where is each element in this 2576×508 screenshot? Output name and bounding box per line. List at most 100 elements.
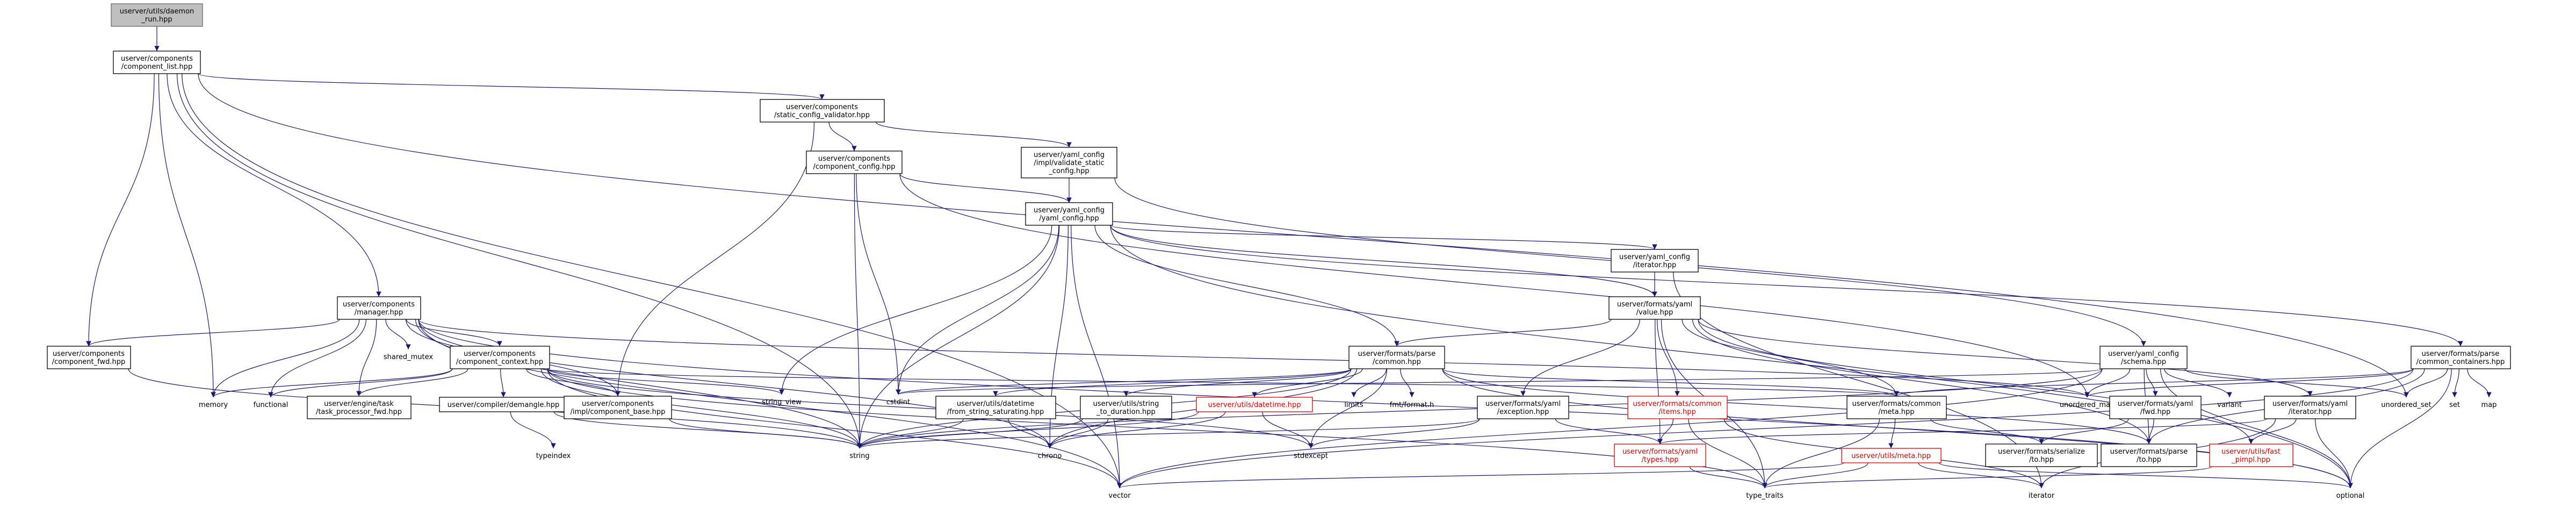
graph-node-serialize-to[interactable]: userver/formats/serialize/to.hpp [1985,443,2098,467]
node-label-line: /schema.hpp [2121,358,2166,366]
node-box [439,397,568,412]
node-box [113,51,201,74]
edge-line [1930,418,2044,445]
node-label-line: memory [199,401,228,409]
graph-node-string-view: string_view [762,398,802,406]
graph-edge-common-containers-to-map [2467,368,2492,398]
graph-node-shared-mutex: shared_mutex [384,353,434,361]
node-label-line: typeindex [536,452,571,460]
node-label-line: map [2481,401,2497,409]
graph-node-task-processor-fwd[interactable]: userver/engine/task/task_processor_fwd.h… [307,396,412,419]
graph-node-common-meta[interactable]: userver/formats/common/meta.hpp [1846,396,1947,419]
graph-edge-component-list-to-vector [182,73,1122,489]
graph-node-component-list[interactable]: userver/components/component_list.hpp [113,51,201,74]
graph-node-from-string-saturating[interactable]: userver/utils/datetime/from_string_satur… [935,396,1056,419]
graph-node-validate-static-config[interactable]: userver/yaml_config/impl/validate_static… [1021,147,1117,178]
node-label-line: userver/components [343,300,415,309]
node-label-line: _pimpl.hpp [2231,456,2270,464]
edge-line [1894,368,2414,397]
node-label-line: userver/formats/serialize [1998,448,2085,456]
graph-edge-common-containers-to-vector [1117,368,2414,489]
graph-node-parse-common[interactable]: userver/formats/parse/common.hpp [1348,346,1445,369]
graph-edge-yaml-config-to-vector [1071,225,1122,489]
graph-edge-yaml-exception-to-yaml-types [1555,418,1663,445]
node-label-line: /value.hpp [1636,309,1673,317]
edge-line [385,319,411,350]
graph-node-map: map [2481,401,2497,409]
graph-edge-parse-common-to-parse-to [1442,368,2152,445]
node-label-line: functional [254,401,288,409]
graph-node-manager[interactable]: userver/components/manager.hpp [337,296,421,320]
edge-line [615,121,815,397]
node-box [1348,346,1445,369]
node-box [1477,396,1569,419]
graph-edge-component-context-to-string [540,368,862,449]
graph-edge-yaml-config-to-yaml-value [1110,225,1657,297]
graph-node-variant: variant [2217,401,2242,409]
graph-node-parse-to[interactable]: userver/formats/parse/to.hpp [2101,443,2197,467]
node-label-line: userver/formats/common [1633,400,1722,408]
node-box [2101,443,2197,467]
graph-node-yaml-exception[interactable]: userver/formats/yaml/exception.hpp [1477,396,1569,419]
graph-edge-component-config-to-yaml-config [899,173,1072,203]
edge-line [1657,418,1674,445]
node-box [2264,396,2356,419]
node-label-line: userver/components [818,155,890,163]
node-label-line: /component_list.hpp [121,63,192,71]
edge-line [857,418,964,449]
node-box [337,296,421,320]
graph-edge-yaml-config-to-cstdint [896,225,1059,395]
graph-node-fast-pimpl[interactable]: userver/utils/fast_pimpl.hpp [2209,443,2293,467]
graph-node-component-config[interactable]: userver/components/component_config.hpp [806,151,903,174]
node-label-line: userver/formats/yaml [1622,448,1698,456]
graph-edge-component-context-to-functional [268,368,453,398]
graph-edge-parse-common-to-from-string-saturating [993,368,1352,397]
edge-line [1117,462,1844,489]
graph-node-yaml-iterator-hpp[interactable]: userver/yaml_config/iterator.hpp [1611,249,1699,273]
graph-node-utils-meta[interactable]: userver/utils/meta.hpp [1841,448,1942,463]
graph-node-schema[interactable]: userver/yaml_config/schema.hpp [2099,346,2188,369]
graph-edge-manager-to-unordered-map [418,319,2090,398]
graph-node-static-config-validator[interactable]: userver/components/static_config_validat… [760,99,885,123]
edge-line [1110,225,2353,489]
graph-edge-common-containers-to-unordered-map [2084,368,2414,398]
node-box [1985,443,2098,467]
graph-node-string-to-duration[interactable]: userver/utils/string_to_duration.hpp [1080,396,1172,419]
edge-line [547,368,1314,449]
node-label-line: /manager.hpp [355,309,403,317]
graph-edge-component-list-to-manager [167,73,381,297]
graph-edge-yaml-exception-to-string [857,418,1480,449]
graph-node-yaml-value[interactable]: userver/formats/yaml/value.hpp [1608,296,1701,320]
node-label-line: /iterator.hpp [2289,408,2332,416]
graph-node-component-context[interactable]: userver/components/component_context.hpp [450,346,550,369]
graph-node-formats-yaml-iterator[interactable]: userver/formats/yaml/iterator.hpp [2264,396,2356,419]
node-box [1025,202,1113,226]
node-box [1846,396,1947,419]
graph-edge-common-containers-to-common-meta [1894,368,2414,397]
graph-node-chrono: chrono [1038,452,1062,460]
node-label-line: userver/formats/parse [2110,448,2188,456]
graph-node-yaml-config[interactable]: userver/yaml_config/yaml_config.hpp [1025,202,1113,226]
graph-node-utils-datetime[interactable]: userver/utils/datetime.hpp [1196,397,1313,412]
graph-edge-yaml-config-to-parse-common [1094,225,1399,347]
graph-node-component-base[interactable]: userver/components/impl/component_base.h… [564,396,672,419]
graph-node-common-items[interactable]: userver/formats/common/items.hpp [1627,396,1728,419]
graph-node-yaml-types[interactable]: userver/formats/yaml/types.hpp [1614,443,1706,467]
graph-node-yaml-fwd[interactable]: userver/formats/yaml/fwd.hpp [2109,396,2202,419]
graph-node-component-fwd[interactable]: userver/components/component_fwd.hpp [47,346,131,369]
edge-line [198,73,825,100]
graph-edge-schema-to-vector [1117,368,2103,489]
graph-node-memory: memory [199,401,228,409]
graph-node-demangle[interactable]: userver/compiler/demangle.hpp [439,397,568,412]
graph-node-common-containers[interactable]: userver/formats/parse/common_containers.… [2411,346,2511,369]
node-box [2209,443,2293,467]
edge-line [1117,368,2414,489]
node-label-line: cstdint [886,398,910,406]
node-label-line: userver/components [786,103,858,111]
graph-edge-component-config-to-string [854,173,862,449]
node-label-line: string_view [762,398,802,406]
edge-line [1762,462,1868,489]
graph-edge-component-context-to-common-meta [547,368,1899,397]
edge-line [158,73,216,398]
